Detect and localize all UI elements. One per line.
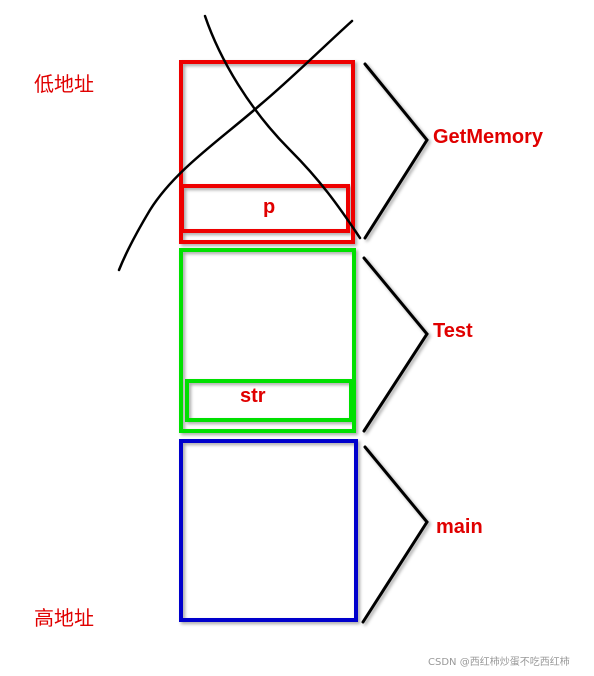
getmemory-brace — [363, 62, 429, 240]
cross-out-stroke-2 — [117, 19, 354, 272]
getmemory-variable-label: p — [263, 196, 276, 218]
high-address-label: 高地址 — [34, 606, 94, 630]
getmemory-label: GetMemory — [433, 126, 544, 148]
watermark: CSDN @西红柿炒蛋不吃西红柿 — [428, 657, 570, 668]
getmemory-variable-box — [180, 184, 350, 233]
main-frame-box — [179, 439, 358, 622]
main-label: main — [436, 516, 483, 538]
test-frame-box — [179, 248, 356, 433]
test-variable-label: str — [240, 385, 266, 407]
test-label: Test — [433, 320, 473, 342]
test-brace — [362, 256, 429, 433]
main-brace — [361, 445, 429, 624]
low-address-label: 低地址 — [34, 72, 94, 96]
test-variable-box — [185, 379, 353, 422]
getmemory-frame-box — [179, 60, 355, 244]
cross-out-stroke-1 — [203, 14, 362, 240]
